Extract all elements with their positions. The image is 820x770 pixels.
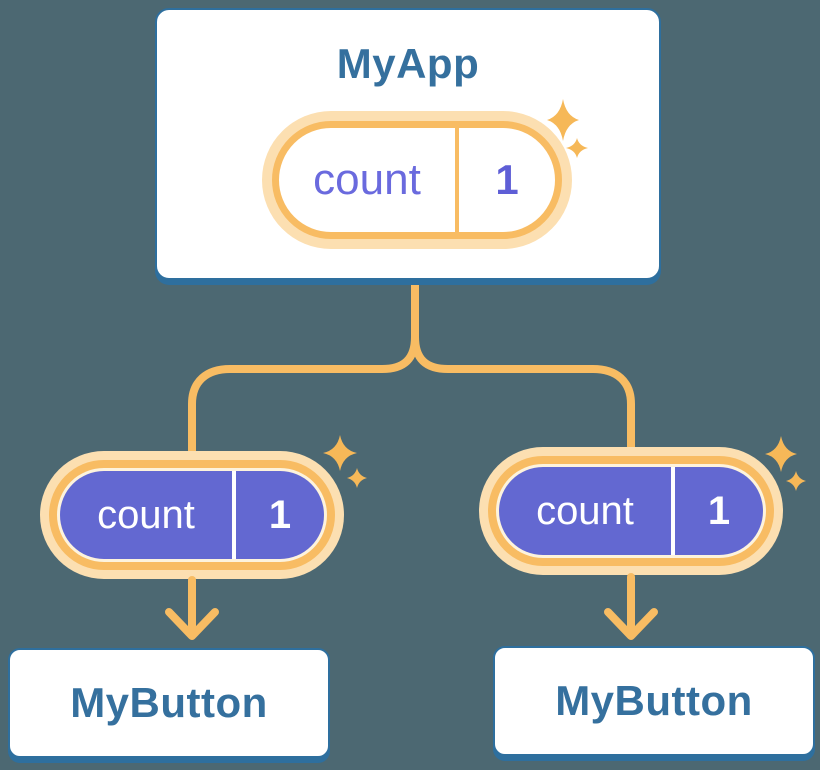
state-value: 1 <box>707 488 731 533</box>
pill-divider <box>455 128 459 232</box>
state-pill-root: count 1 <box>272 121 562 239</box>
component-card-mybutton-right: MyButton <box>493 646 815 756</box>
state-pill-child-left: count 1 <box>60 471 324 559</box>
pill-divider <box>671 467 675 555</box>
pill-divider <box>232 471 236 559</box>
state-pill-child-right: count 1 <box>499 467 763 555</box>
component-title: MyButton <box>555 677 753 724</box>
component-title: MyApp <box>336 40 480 87</box>
state-label: count <box>536 488 634 533</box>
component-card-mybutton-left: MyButton <box>8 648 330 758</box>
fork-connector <box>188 279 635 457</box>
state-value: 1 <box>495 156 519 203</box>
state-label: count <box>97 492 195 537</box>
component-title: MyButton <box>70 679 268 726</box>
state-label: count <box>313 155 421 204</box>
state-value: 1 <box>268 492 292 537</box>
